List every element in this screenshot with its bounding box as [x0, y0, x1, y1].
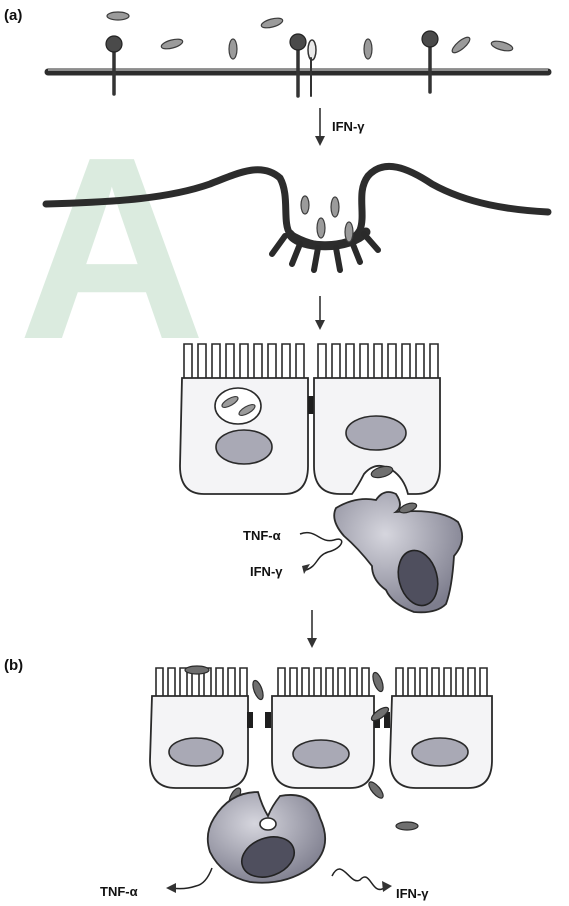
nucleus — [346, 416, 406, 450]
epithelial-cell — [390, 668, 492, 788]
pathogen-particle — [450, 35, 472, 55]
macrophage — [334, 492, 462, 612]
watermark-letter: A — [18, 104, 206, 394]
epithelial-cell — [272, 668, 374, 788]
pathogen-particle — [160, 37, 183, 50]
receptor — [422, 31, 438, 92]
step-arrow-ifn: IFN-γ — [315, 108, 365, 146]
epithelial-cell — [314, 344, 440, 494]
membrane-receptors — [48, 12, 548, 96]
pathogen-particle — [251, 679, 265, 701]
pathogen-particle — [367, 780, 386, 800]
step-arrow — [315, 296, 325, 330]
nucleus — [293, 740, 349, 768]
pathogen-particle — [301, 196, 309, 214]
nucleus — [169, 738, 223, 766]
macrophage — [208, 792, 325, 884]
tnf-alpha-label: TNF-α — [100, 884, 138, 899]
pathogen-particle — [331, 197, 339, 217]
pathogen-particle — [490, 39, 513, 52]
pathogen-particle — [229, 39, 237, 59]
nucleus — [412, 738, 468, 766]
nucleus — [216, 430, 272, 464]
panel-a-label: (a) — [4, 7, 22, 24]
tnf-alpha-label: TNF-α — [243, 528, 281, 543]
ifn-gamma-label: IFN-γ — [332, 119, 365, 134]
pathogen-particle — [364, 39, 372, 59]
pathogen-particle — [185, 666, 209, 674]
tight-junction — [265, 712, 271, 728]
receptor — [290, 34, 316, 96]
ifn-gamma-label: IFN-γ — [396, 886, 429, 901]
ifn-gamma-label: IFN-γ — [250, 564, 283, 579]
panel-b-label: (b) — [4, 657, 23, 674]
epithelial-layer-b: TNF-α IFN-γ — [100, 666, 492, 901]
pathogen-particle — [345, 222, 353, 242]
epithelial-cell — [150, 668, 248, 788]
pathogen-particle — [107, 12, 129, 20]
pathogen-particle — [371, 671, 385, 693]
tight-junction — [247, 712, 253, 728]
epithelial-layer-a: TNF-α IFN-γ — [180, 344, 462, 612]
pathogen-particle — [317, 218, 325, 238]
receptor — [106, 36, 122, 94]
pathogen-particle — [260, 16, 283, 29]
pathogen-particle — [396, 822, 418, 830]
step-arrow — [307, 610, 317, 648]
